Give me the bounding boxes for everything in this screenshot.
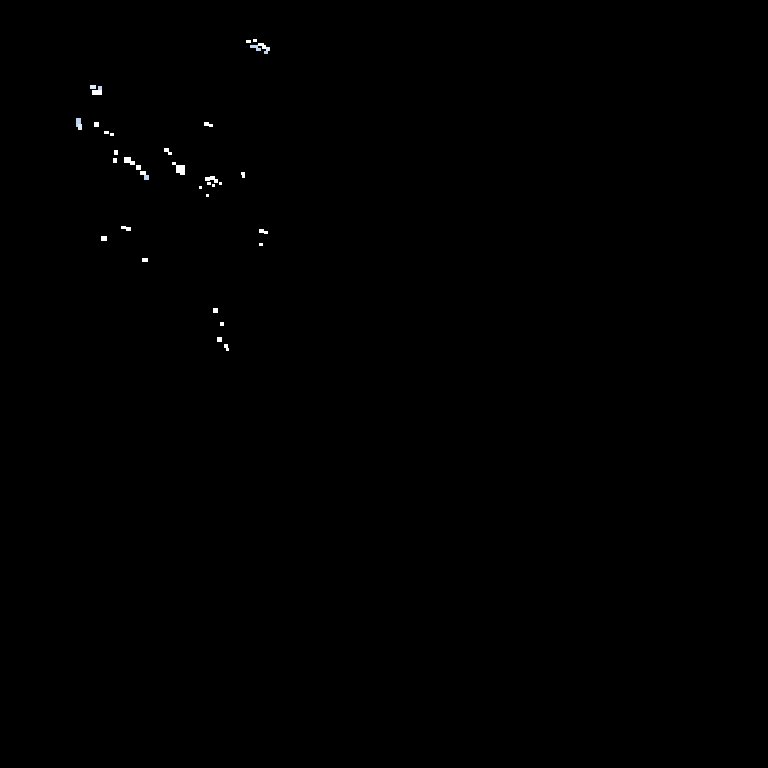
speck (144, 175, 149, 180)
speck (209, 124, 213, 127)
speck (206, 194, 209, 197)
speck (114, 150, 118, 155)
speck (258, 43, 264, 46)
speck (207, 182, 211, 185)
speck (124, 157, 131, 163)
speck (142, 258, 148, 262)
speck (78, 124, 82, 130)
speck (246, 40, 251, 43)
speck (220, 322, 224, 326)
speck (98, 86, 102, 90)
speck (210, 176, 215, 180)
speck (180, 171, 185, 175)
speck (259, 229, 264, 233)
speck (214, 179, 218, 183)
speck (250, 45, 258, 48)
speck (76, 118, 81, 127)
speck (104, 131, 109, 134)
speck (241, 172, 245, 175)
speck (224, 344, 228, 348)
speck (264, 51, 268, 54)
speck (242, 175, 245, 178)
speck (168, 152, 172, 155)
speck (172, 162, 176, 165)
speck (121, 226, 126, 229)
speck (204, 122, 209, 126)
speck (226, 348, 229, 351)
speck (92, 90, 102, 95)
speck (94, 122, 99, 127)
speck (130, 161, 135, 165)
speck (205, 177, 210, 181)
speck (213, 308, 218, 313)
speck (101, 236, 107, 241)
speck (264, 231, 268, 234)
speck (259, 243, 263, 246)
speck (199, 186, 202, 189)
speck (253, 39, 257, 42)
speck (126, 227, 131, 231)
speck (110, 133, 114, 136)
speck (219, 182, 222, 185)
speck (90, 85, 96, 89)
speck (262, 45, 266, 49)
speck (176, 165, 185, 173)
speck (113, 158, 117, 163)
speck (266, 47, 270, 51)
speck (212, 184, 215, 187)
speck (217, 337, 222, 342)
speck (256, 48, 261, 51)
speck (140, 171, 146, 175)
speck (136, 165, 141, 170)
speck (164, 148, 169, 152)
